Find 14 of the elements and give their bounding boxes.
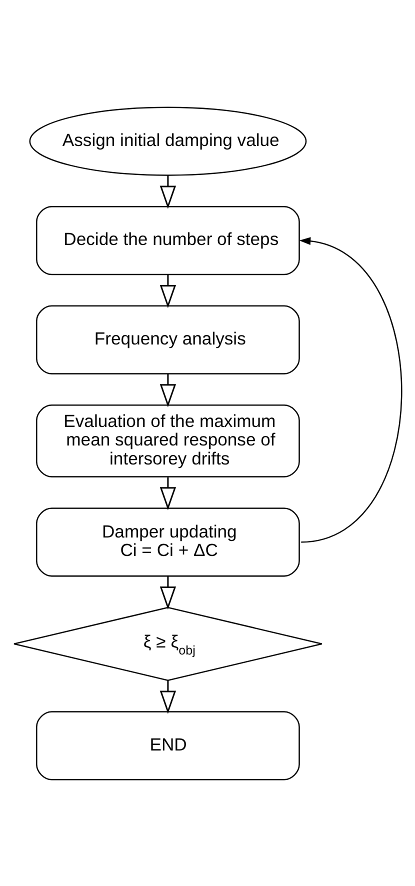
node-diamond: ξ ≥ ξ$_{obj}$ — [12, 606, 322, 680]
node-box: END — [36, 710, 300, 780]
arrow — [159, 476, 176, 510]
arrow — [159, 576, 176, 610]
node-box: Evaluation of the maximum mean squared response of intersorey drifts — [36, 404, 300, 477]
node-box: Damper updating Ci = Ci + ΔC — [36, 507, 300, 576]
node-box: Frequency analysis — [36, 304, 300, 374]
node-ellipse: Assign initial damping value — [28, 106, 306, 176]
node-box: Decide the number of steps — [36, 206, 300, 275]
arrow — [159, 274, 176, 308]
arrow — [159, 174, 176, 208]
arrow — [159, 680, 176, 714]
arrow — [159, 373, 176, 407]
arrow — [298, 236, 402, 542]
